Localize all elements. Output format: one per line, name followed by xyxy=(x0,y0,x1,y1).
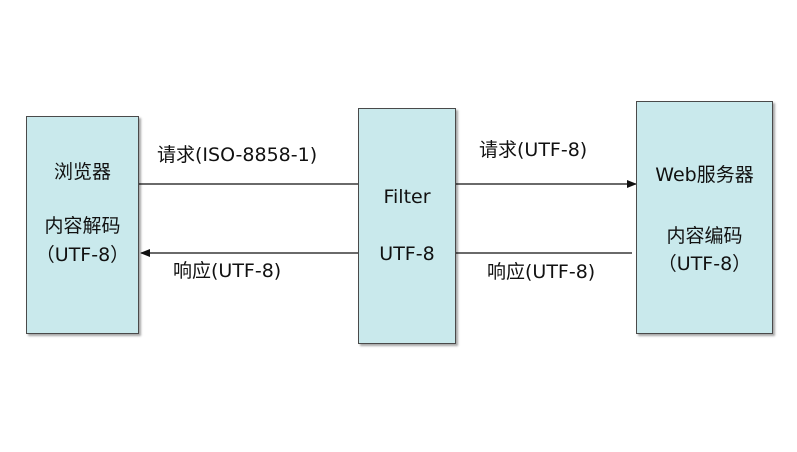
browser-encoding-label: （UTF-8） xyxy=(35,244,130,266)
web-server-box xyxy=(636,101,773,334)
web-server-encoding-label: （UTF-8） xyxy=(657,253,752,275)
browser-box xyxy=(26,116,139,334)
response-label-server-filter: 响应(UTF-8) xyxy=(487,261,596,283)
request-label-filter-server: 请求(UTF-8) xyxy=(479,139,588,161)
filter-box xyxy=(358,108,456,344)
web-server-encode-label: 内容编码 xyxy=(666,225,743,247)
request-label-browser-filter: 请求(ISO-8858-1) xyxy=(157,144,318,166)
filter-title: Filter xyxy=(383,186,431,208)
web-server-title: Web服务器 xyxy=(655,164,754,186)
browser-decode-label: 内容解码 xyxy=(44,215,121,237)
filter-encoding-label: UTF-8 xyxy=(379,243,435,265)
response-label-filter-browser: 响应(UTF-8) xyxy=(173,260,282,282)
browser-title: 浏览器 xyxy=(53,161,111,183)
